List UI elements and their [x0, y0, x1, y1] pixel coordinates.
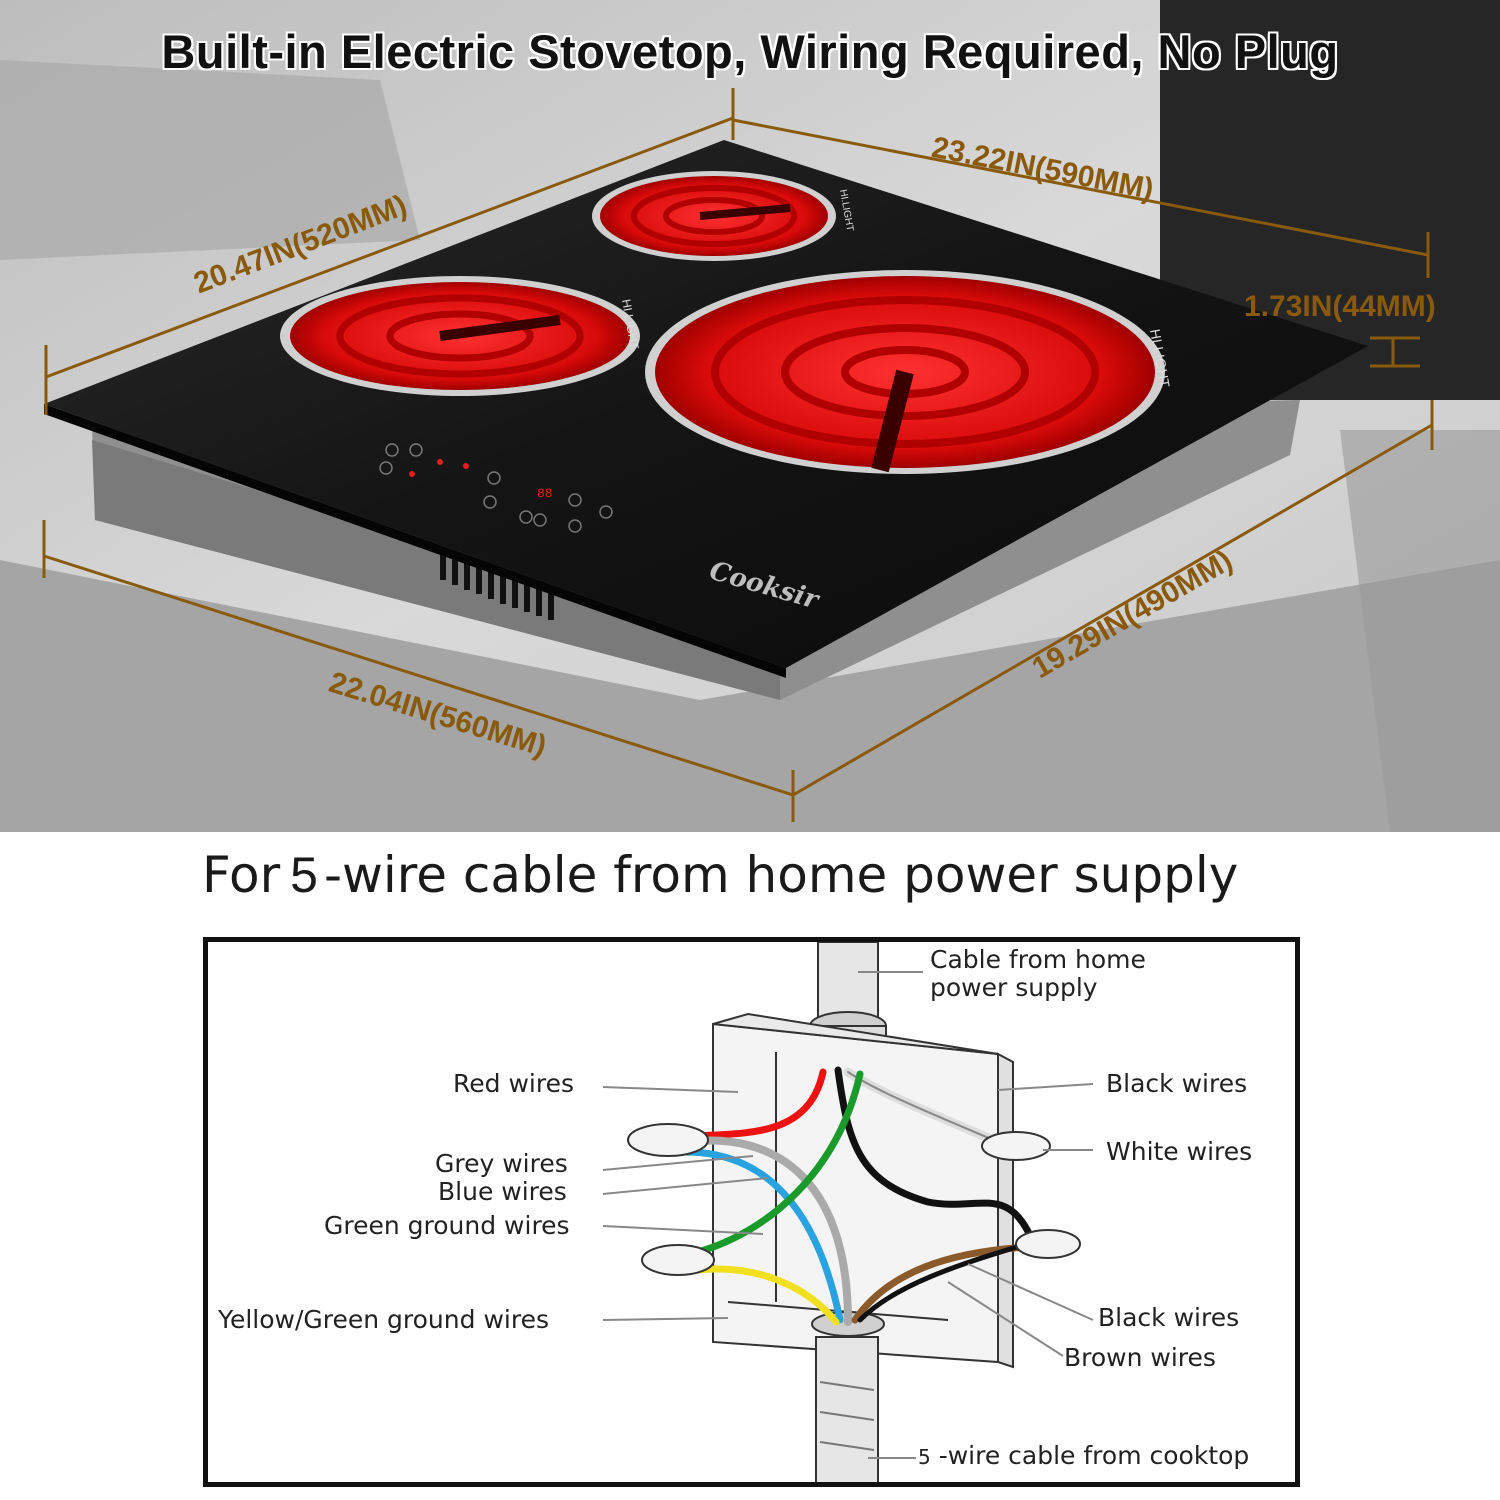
wiring-heading-prefix: For	[202, 846, 281, 904]
brown-wire	[851, 1243, 1032, 1324]
power-display: 88	[537, 486, 553, 501]
cooktop-illustration: HI.LIGHT HI.LIGHT HI.LIGHT 88 Cooksir	[0, 0, 1500, 832]
wiring-diagram: Cable from home power supply Red wires G…	[203, 937, 1300, 1487]
label-cable-from-home-line2: power supply	[930, 973, 1098, 1002]
label-cooktop-cable-text: -wire cable from cooktop	[938, 1441, 1250, 1470]
dimension-lines	[42, 88, 1434, 822]
label-blue-wires: Blue wires	[438, 1177, 567, 1206]
label-red-wires: Red wires	[453, 1069, 574, 1098]
product-photo: HI.LIGHT HI.LIGHT HI.LIGHT 88 Cooksir	[0, 0, 1500, 832]
book-stack	[0, 60, 420, 260]
wire-nut-right-top	[981, 1131, 1051, 1161]
cooktop-body-front	[92, 440, 780, 700]
black-wire	[834, 1066, 1037, 1246]
label-cooktop-cable-number: 5	[918, 1445, 931, 1469]
vent-slots	[440, 552, 554, 620]
wire-nuts	[627, 1123, 1081, 1276]
glass-edge	[44, 404, 786, 678]
label-cooktop-cable: 5 -wire cable from cooktop	[918, 1442, 1249, 1471]
junction-box-drawing	[602, 942, 1094, 1482]
label-black-wires-bottom: Black wires	[1098, 1303, 1240, 1332]
label-black-wires-top: Black wires	[1106, 1069, 1248, 1098]
wiring-heading-suffix: -wire cable from home power supply	[323, 846, 1239, 904]
black-wire-lower	[857, 1239, 1036, 1323]
burner-left	[280, 276, 640, 396]
wire-nut-left-top	[627, 1123, 709, 1157]
burner-back	[592, 171, 836, 261]
label-brown-wires: Brown wires	[1064, 1343, 1216, 1372]
page-title: Built-in Electric Stovetop, Wiring Requi…	[161, 25, 1339, 78]
label-white-wires: White wires	[1106, 1137, 1253, 1166]
yellow-wire	[694, 1265, 840, 1326]
burner-right	[645, 270, 1165, 474]
label-yellow-green-ground-wires: Yellow/Green ground wires	[218, 1305, 549, 1334]
label-cable-from-home-line1: Cable from home	[930, 945, 1146, 974]
label-green-ground-wires: Green ground wires	[324, 1211, 570, 1240]
grey-wire	[684, 1136, 852, 1326]
blue-wire	[682, 1148, 844, 1324]
wiring-heading-number: 5	[290, 847, 318, 903]
green-wire	[694, 1070, 864, 1256]
outgoing-conduit	[811, 1311, 885, 1482]
counter-shadow	[1340, 430, 1500, 832]
dimension-height: 1.73IN(44MM)	[1244, 290, 1436, 323]
wire-nut-right-bottom	[1015, 1229, 1081, 1259]
wire-nut-left-bottom	[641, 1244, 715, 1276]
counter-edge	[0, 560, 1500, 832]
touch-controls	[379, 443, 613, 533]
label-grey-wires: Grey wires	[435, 1149, 568, 1178]
leader-lines	[602, 971, 1094, 1459]
